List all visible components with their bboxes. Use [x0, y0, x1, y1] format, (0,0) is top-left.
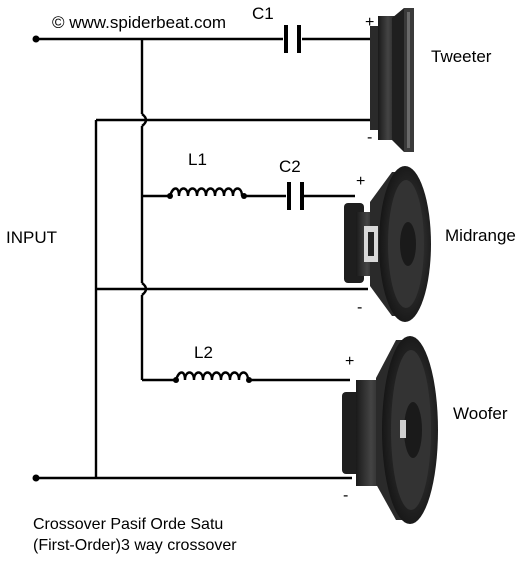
c1-label: C1 [252, 4, 274, 23]
c2-label: C2 [279, 157, 301, 176]
wiring [36, 37, 383, 480]
watermark: © www.spiderbeat.com [52, 13, 226, 32]
input-label: INPUT [6, 228, 57, 247]
tweeter-speaker [370, 8, 414, 152]
woofer-plus-sign: + [345, 353, 354, 370]
caption-line-2: (First-Order)3 way crossover [33, 537, 237, 554]
tweeter-plus-sign: + [365, 14, 374, 31]
woofer-minus-sign: - [343, 487, 348, 504]
l1-label: L1 [188, 150, 207, 169]
tweeter-label: Tweeter [431, 47, 492, 66]
caption: Crossover Pasif Orde Satu (First-Order)3… [33, 514, 237, 556]
inductor-l1 [167, 187, 247, 199]
input-terminal-top [32, 35, 40, 43]
capacitor-c1 [284, 25, 301, 53]
midrange-minus-sign: - [357, 299, 362, 316]
woofer-label: Woofer [453, 404, 508, 423]
capacitor-c2 [287, 182, 304, 210]
caption-line-1: Crossover Pasif Orde Satu [33, 516, 224, 533]
tweeter-minus-sign: - [367, 129, 372, 146]
input-terminal-bottom [32, 474, 40, 482]
woofer-speaker [342, 336, 438, 524]
inductor-l2 [173, 371, 252, 383]
midrange-label: Midrange [445, 226, 516, 245]
midrange-speaker [344, 166, 431, 322]
l2-label: L2 [194, 343, 213, 362]
midrange-plus-sign: + [356, 173, 365, 190]
